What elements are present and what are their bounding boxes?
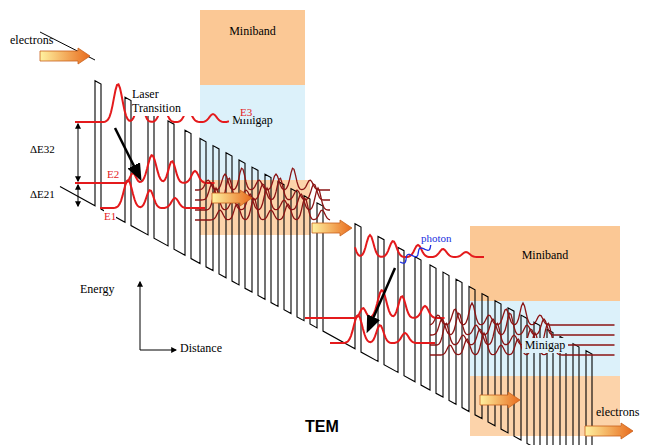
laser-arrow <box>368 268 395 330</box>
wavefunction <box>195 168 330 190</box>
level-label: E3 <box>240 106 252 119</box>
axis-label: Energy <box>80 283 114 297</box>
level-label: E2 <box>107 168 119 181</box>
miniband-fill <box>200 10 305 85</box>
flow-label: electrons <box>596 406 639 420</box>
level-label: E1 <box>104 210 116 223</box>
wavefunction <box>355 235 484 257</box>
electron-arrows <box>40 48 633 439</box>
barriers <box>40 32 655 445</box>
spacing-arrow <box>78 124 79 181</box>
minigap-region: Minigap <box>200 85 305 180</box>
miniband-region: Miniband <box>470 226 620 301</box>
minigap-region: Minigap <box>470 301 620 376</box>
electron-arrow <box>212 190 252 206</box>
electron-arrow <box>312 220 352 236</box>
miniband-region: Miniband <box>200 10 305 85</box>
wavefunction <box>430 313 615 335</box>
axis-arrow <box>140 282 141 350</box>
flow-label: electrons <box>10 34 53 48</box>
spacing-arrow <box>78 185 79 206</box>
caption: TEM <box>305 418 339 436</box>
region-label: Minigap <box>522 338 569 353</box>
photon-wave <box>400 241 435 263</box>
electron-arrow <box>480 392 520 408</box>
electron-arrow <box>40 48 90 64</box>
electron-arrow <box>585 423 633 439</box>
region-label: Minigap <box>229 113 276 128</box>
miniband-fill <box>470 226 620 301</box>
minigap-fill <box>200 85 305 180</box>
transition-label: Laser Transition <box>132 88 194 116</box>
energy-spacing: ΔE21 <box>30 188 55 201</box>
wavefunction <box>195 188 330 210</box>
wavefunction <box>75 155 215 183</box>
wavefunctions <box>75 84 615 355</box>
barrier-profile <box>60 81 655 445</box>
region-label: Miniband <box>226 24 279 39</box>
region-label: Miniband <box>519 248 572 263</box>
wavefunction <box>75 84 255 122</box>
axis-label: Distance <box>180 342 222 356</box>
energy-spacing: ΔE32 <box>30 143 55 156</box>
axis-arrow <box>140 350 176 351</box>
wavefunction <box>330 315 435 343</box>
wavefunction <box>100 180 205 208</box>
photon-label: photon <box>421 232 452 245</box>
wavefunction <box>430 333 615 355</box>
